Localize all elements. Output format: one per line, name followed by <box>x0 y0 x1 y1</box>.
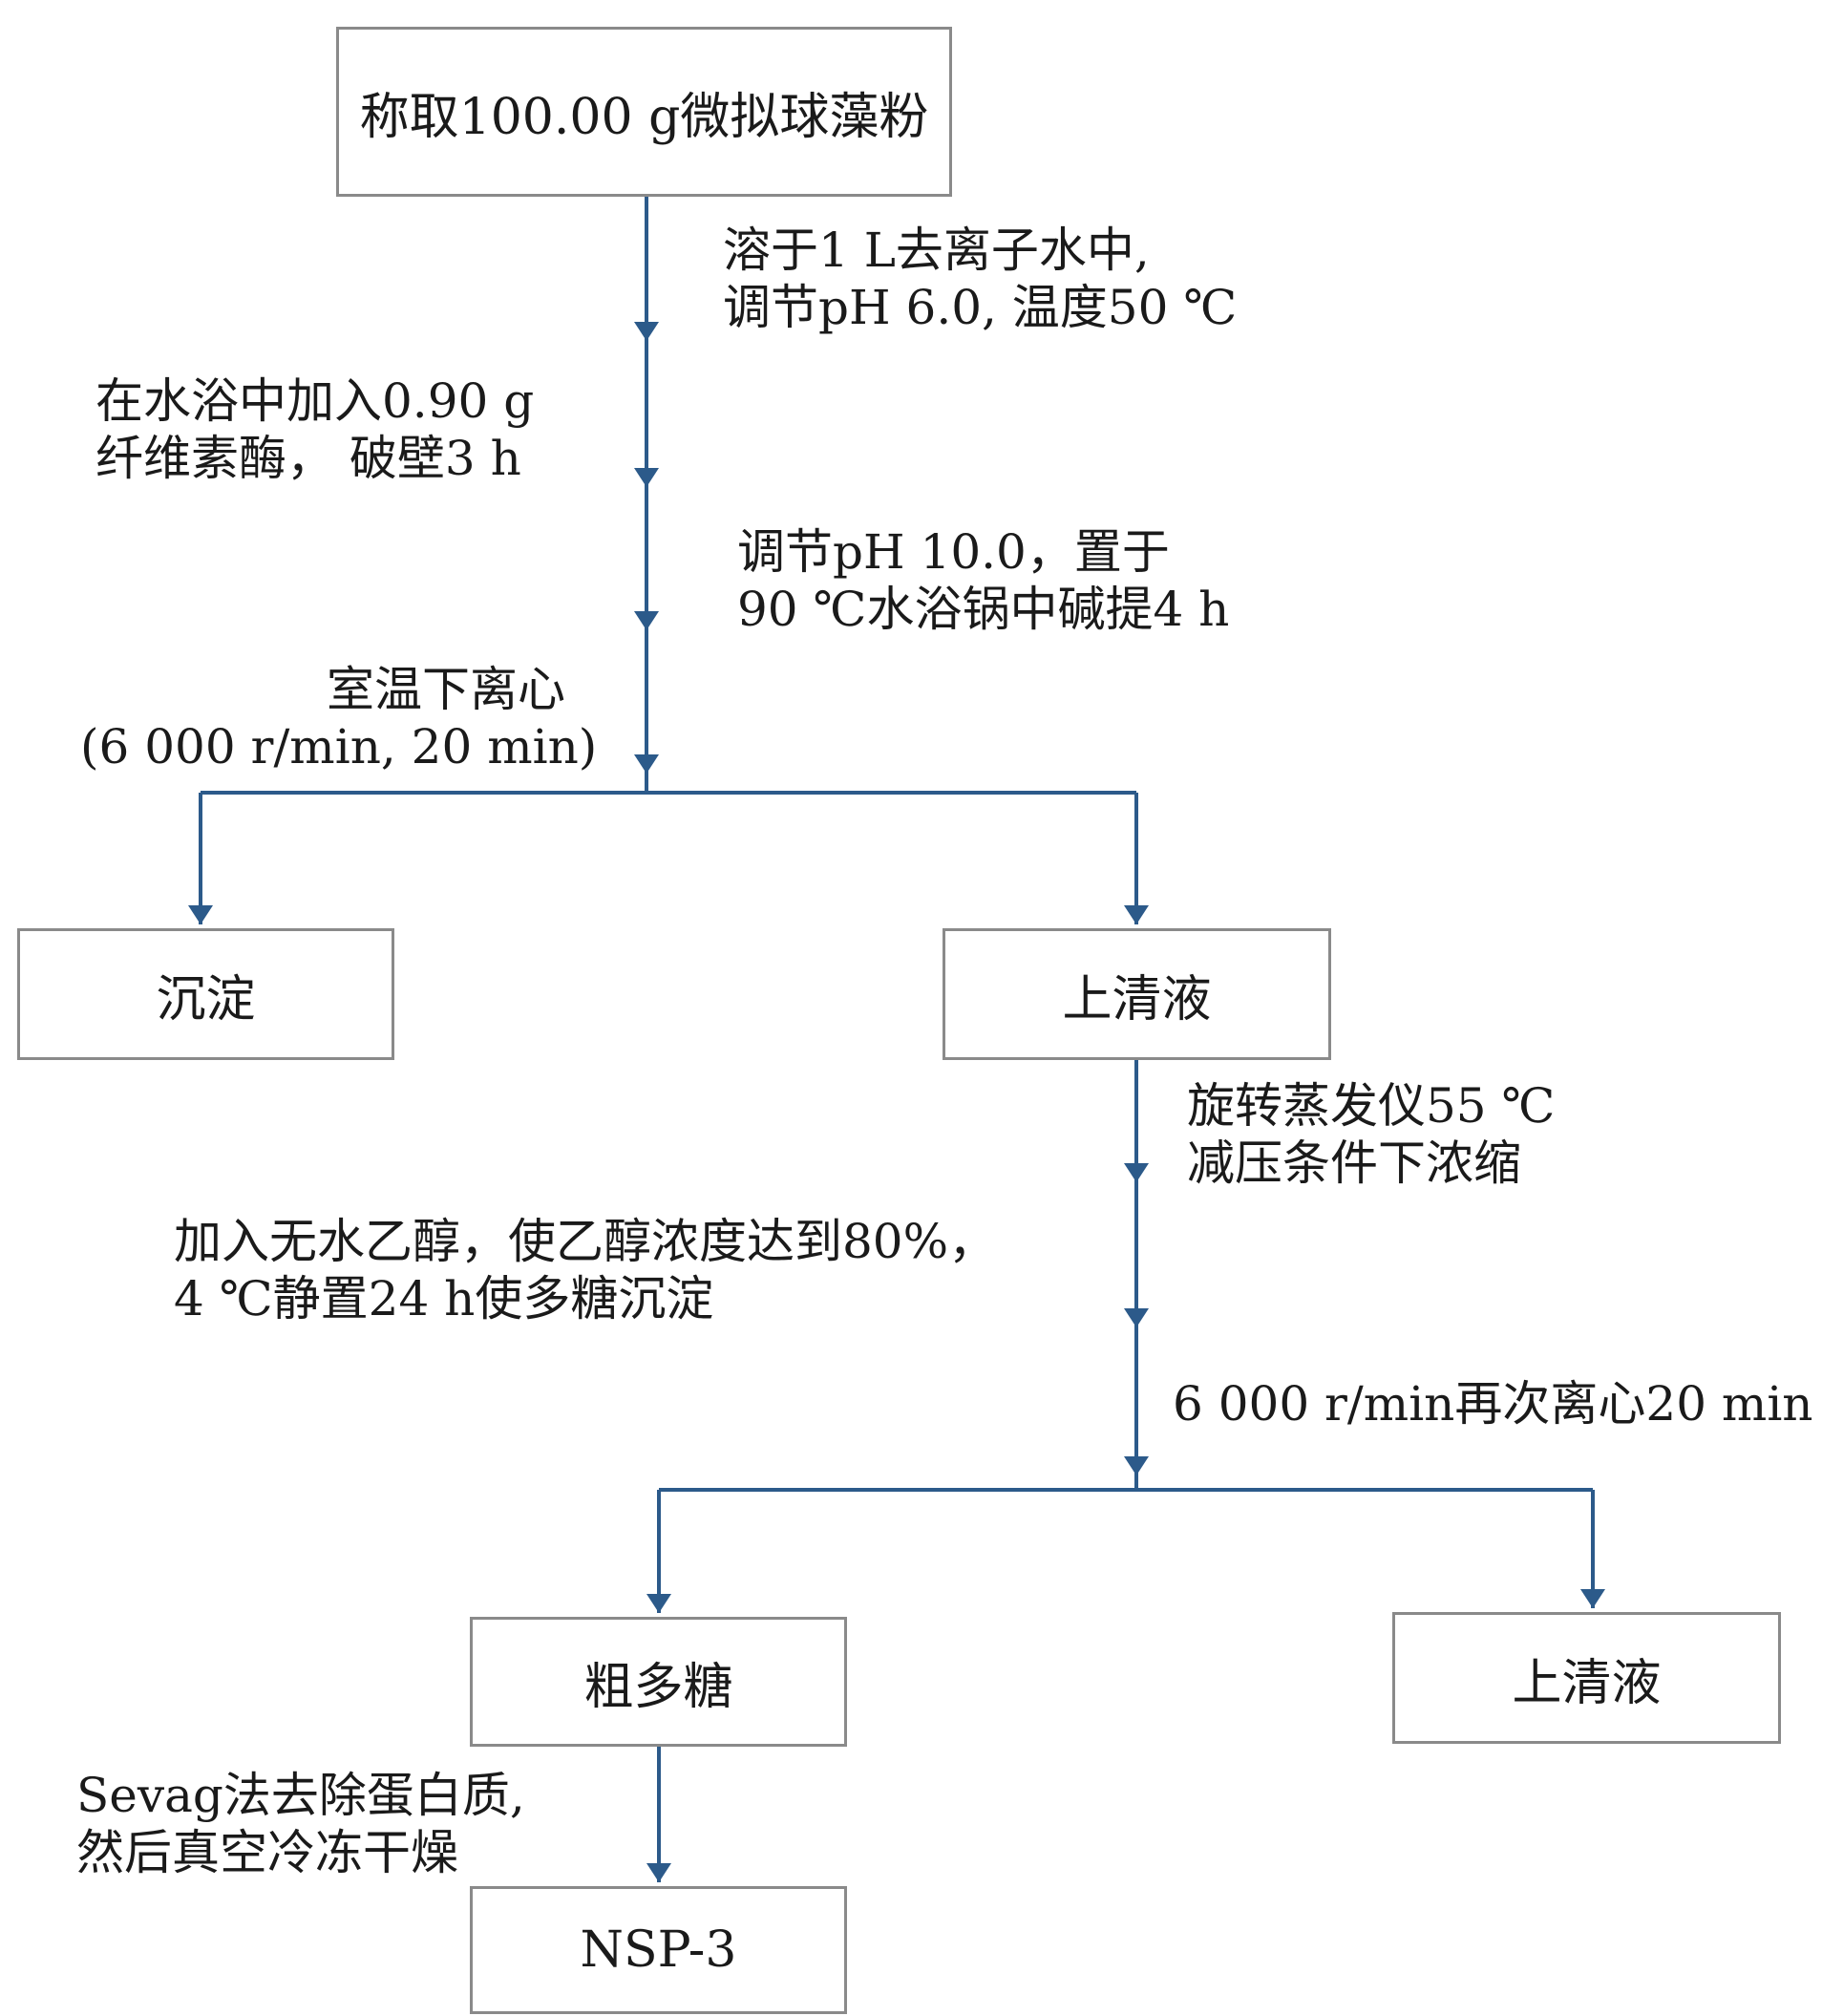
step-dissolve-line-1: 溶于1 L去离子水中, <box>723 223 1150 278</box>
step-sevag-line-1: Sevag法去除蛋白质, <box>76 1768 525 1823</box>
nsp3-box: NSP-3 <box>470 1886 847 2014</box>
supernatant-box-2: 上清液 <box>1392 1612 1781 1744</box>
step-centrifuge-1-line-2: (6 000 r/min, 20 min) <box>80 719 598 775</box>
step-concentrate: 旋转蒸发仪55 ℃ 减压条件下浓缩 <box>1187 1077 1555 1192</box>
arrowhead-1 <box>634 322 659 341</box>
precipitate-label: 沉淀 <box>156 970 256 1029</box>
step-sevag-line-2: 然后真空冷冻干燥 <box>76 1825 458 1880</box>
start-box: 称取100.00 g微拟球藻粉 <box>336 27 952 197</box>
step-ethanol-line-1: 加入无水乙醇，使乙醇浓度达到80%， <box>174 1214 997 1269</box>
supernatant-box-1: 上清液 <box>943 928 1331 1060</box>
precipitate-box: 沉淀 <box>17 928 394 1060</box>
step-enzyme-line-2: 纤维素酶， 破壁3 h <box>95 431 521 486</box>
arrowhead-7 <box>1124 1163 1149 1182</box>
step-dissolve-line-2: 调节pH 6.0, 温度50 ℃ <box>723 280 1238 335</box>
step-dissolve: 溶于1 L去离子水中, 调节pH 6.0, 温度50 ℃ <box>723 222 1237 336</box>
step-centrifuge-2: 6 000 r/min再次离心20 min <box>1173 1375 1813 1432</box>
crude-polysaccharide-box: 粗多糖 <box>470 1617 847 1747</box>
arrowhead-5 <box>188 905 213 924</box>
supernatant-label-1: 上清液 <box>1062 970 1212 1029</box>
arrowhead-4 <box>634 754 659 774</box>
step-ethanol-line-2: 4 ℃静置24 h使多糖沉淀 <box>174 1271 714 1326</box>
step-centrifuge-2-line-1: 6 000 r/min再次离心20 min <box>1173 1376 1813 1432</box>
step-sevag: Sevag法去除蛋白质, 然后真空冷冻干燥 <box>76 1767 525 1881</box>
supernatant-label-2: 上清液 <box>1512 1654 1662 1712</box>
step-enzyme-line-1: 在水浴中加入0.90 g <box>95 373 535 429</box>
step-centrifuge-1-line-1: 室温下离心 <box>327 662 565 717</box>
arrowhead-10 <box>646 1594 671 1613</box>
step-alkali-line-1: 调节pH 10.0，置于 <box>737 524 1170 580</box>
step-alkali: 调节pH 10.0，置于 90 ℃水浴锅中碱提4 h <box>737 523 1229 638</box>
arrowhead-3 <box>634 611 659 630</box>
step-centrifuge-1: 室温下离心 (6 000 r/min, 20 min) <box>80 661 598 775</box>
arrowhead-9 <box>1124 1456 1149 1475</box>
start-label: 称取100.00 g微拟球藻粉 <box>359 88 929 146</box>
step-concentrate-line-2: 减压条件下浓缩 <box>1187 1135 1521 1191</box>
arrowhead-11 <box>1580 1589 1605 1608</box>
crude-polysaccharide-label: 粗多糖 <box>583 1658 733 1716</box>
arrowhead-12 <box>646 1863 671 1882</box>
arrowhead-8 <box>1124 1308 1149 1327</box>
step-ethanol: 加入无水乙醇，使乙醇浓度达到80%， 4 ℃静置24 h使多糖沉淀 <box>174 1213 996 1327</box>
step-alkali-line-2: 90 ℃水浴锅中碱提4 h <box>737 582 1230 637</box>
arrowhead-6 <box>1124 905 1149 924</box>
arrowhead-2 <box>634 468 659 487</box>
nsp3-label: NSP-3 <box>580 1921 737 1979</box>
step-enzyme: 在水浴中加入0.90 g 纤维素酶， 破壁3 h <box>95 372 534 487</box>
step-concentrate-line-1: 旋转蒸发仪55 ℃ <box>1187 1078 1556 1134</box>
